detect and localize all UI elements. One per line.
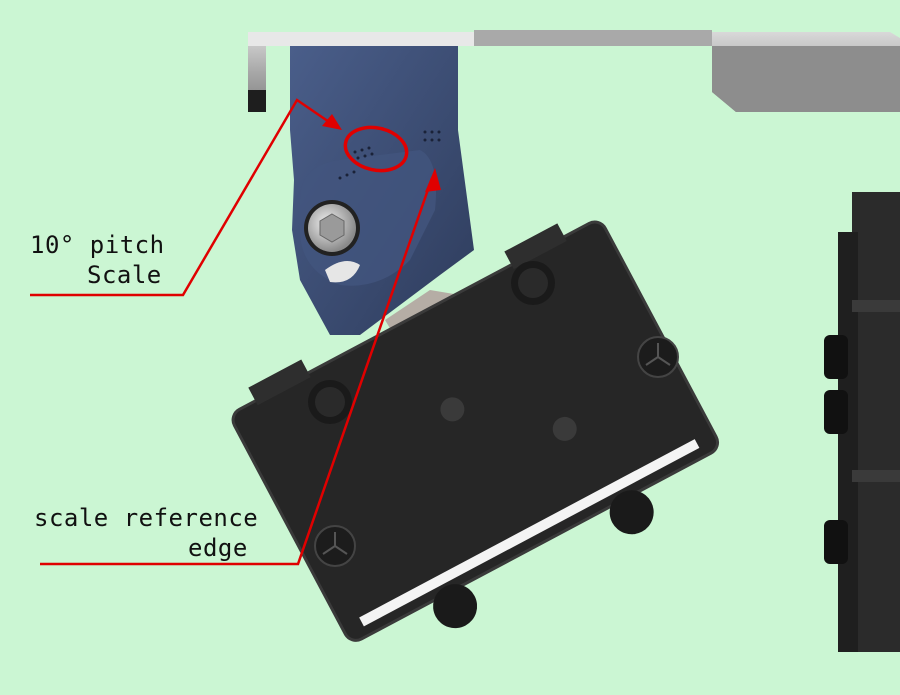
- top-rail: [248, 30, 900, 112]
- reference-edge-label: scale reference: [34, 504, 259, 532]
- pitch-leader-arrow: [30, 98, 342, 297]
- screw-head-icon: [308, 380, 352, 424]
- highlight-ellipse-icon: [343, 125, 409, 173]
- edge-leader-arrow: [40, 168, 441, 566]
- scale-marks: [338, 130, 441, 180]
- reference-edge-label-line2: edge: [188, 534, 248, 562]
- side-rail: [824, 192, 900, 652]
- hex-screw-icon: [304, 200, 360, 256]
- reference-edge: [359, 439, 700, 627]
- pitch-bracket: [290, 46, 474, 335]
- pitch-scale-label-line2: Scale: [87, 261, 162, 289]
- pitch-scale-label: 10° pitch: [30, 231, 165, 259]
- main-body: [231, 220, 720, 642]
- tri-screw-icon: [314, 525, 356, 567]
- tri-screw-icon: [637, 336, 679, 378]
- screw-head-icon: [511, 261, 555, 305]
